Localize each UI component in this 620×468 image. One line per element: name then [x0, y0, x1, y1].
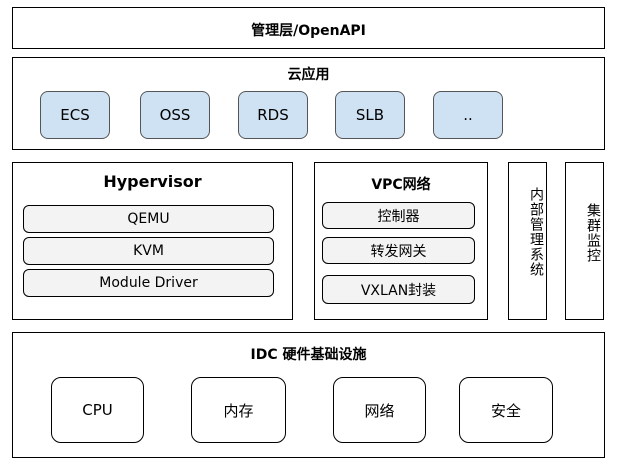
app-box-slb: SLB: [335, 91, 405, 139]
cloud-apps-layer: 云应用 ECS OSS RDS SLB ..: [12, 57, 605, 150]
vpc-item-vxlan: VXLAN封装: [322, 275, 475, 304]
hypervisor-title: Hypervisor: [103, 172, 202, 191]
idc-item-memory: 内存: [191, 377, 286, 443]
cloud-apps-title: 云应用: [287, 67, 330, 83]
vpc-item-gateway: 转发网关: [322, 237, 475, 264]
internal-mgmt-label: 内部管理系统: [528, 187, 544, 277]
idc-item-security: 安全: [459, 377, 553, 443]
app-box-oss: OSS: [140, 91, 210, 139]
hypervisor-layer: Hypervisor QEMU KVM Module Driver: [12, 162, 293, 320]
app-box-ecs: ECS: [40, 91, 110, 139]
vpc-network-title: VPC网络: [371, 177, 431, 193]
hypervisor-item-qemu: QEMU: [23, 205, 274, 233]
idc-layer: IDC 硬件基础设施 CPU 内存 网络 安全: [12, 332, 605, 458]
app-box-rds: RDS: [238, 91, 308, 139]
cluster-monitor: 集群监控: [565, 162, 604, 320]
management-layer-title: 管理层/OpenAPI: [251, 23, 366, 39]
vpc-network-layer: VPC网络 控制器 转发网关 VXLAN封装: [314, 162, 488, 320]
internal-mgmt-system: 内部管理系统: [508, 162, 547, 320]
vpc-item-controller: 控制器: [322, 202, 475, 229]
idc-item-cpu: CPU: [51, 377, 144, 443]
idc-title: IDC 硬件基础设施: [250, 347, 367, 363]
hypervisor-item-module-driver: Module Driver: [23, 269, 274, 297]
cluster-monitor-label: 集群监控: [585, 203, 601, 263]
hypervisor-item-kvm: KVM: [23, 237, 274, 265]
management-layer: 管理层/OpenAPI: [12, 7, 605, 49]
app-box-more: ..: [433, 91, 503, 139]
idc-item-network: 网络: [333, 377, 426, 443]
